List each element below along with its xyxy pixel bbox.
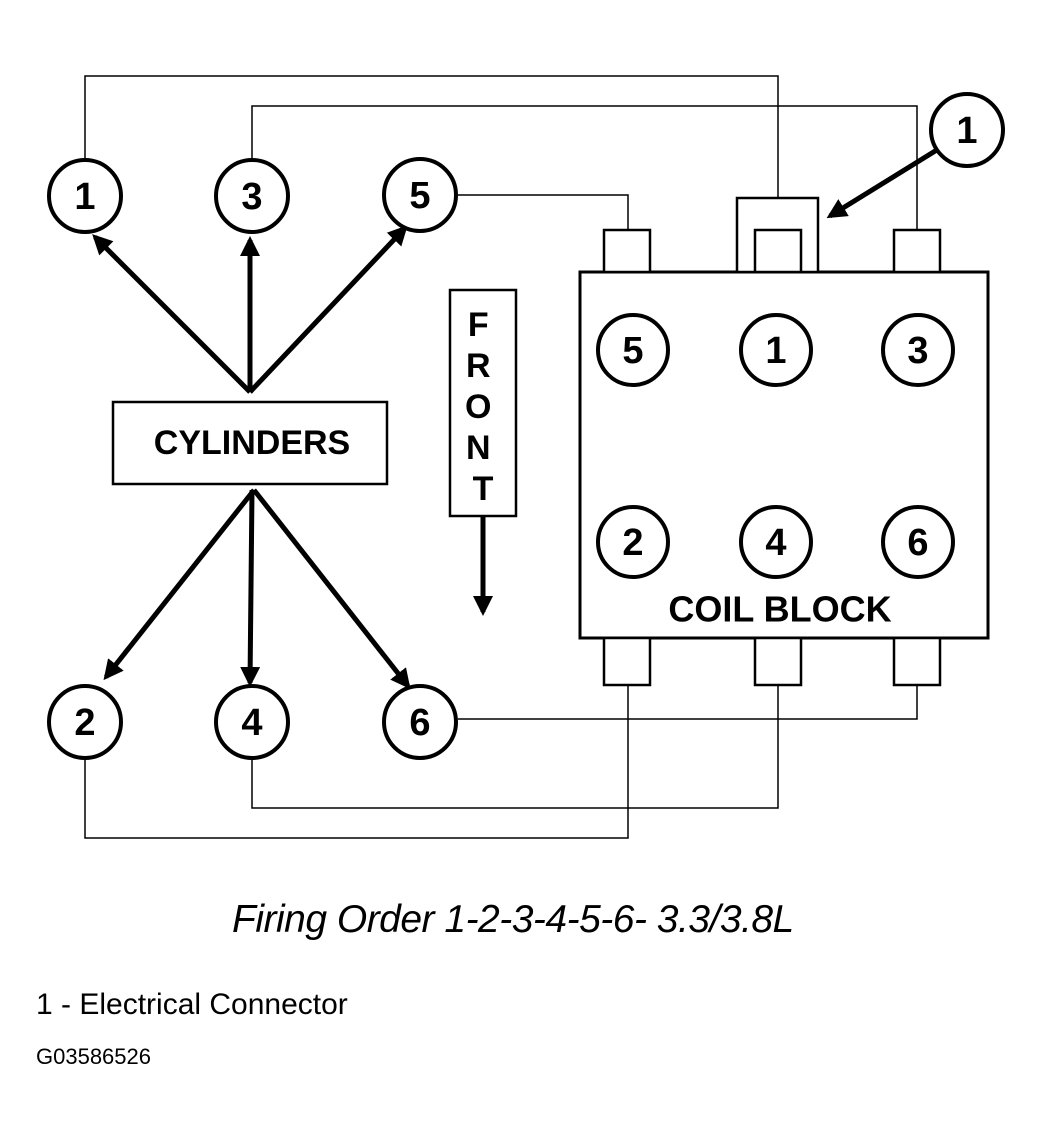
coil-3: 3 [881,313,955,387]
coil-4-number: 4 [765,522,786,564]
coil-block-label: COIL BLOCK [668,589,891,630]
coil-6: 6 [881,505,955,579]
callout-1: 1 [826,92,1005,219]
arrow-to-cyl-2 [103,488,256,681]
cylinder-arrows [92,225,411,690]
front-letter-t: T [473,470,494,508]
arrow-to-cyl-5 [248,225,408,394]
cylinders-label: CYLINDERS [154,424,350,462]
figure-id: G03586526 [36,1044,151,1069]
coil-block: 5 1 3 2 4 6 COIL BLOCK [578,196,990,687]
cylinder-6: 6 [382,684,458,760]
wire-2 [84,685,629,839]
wire-6 [458,685,918,720]
cylinder-2: 2 [47,684,123,760]
coil-terminal-bottom-4 [753,636,803,687]
coil-6-number: 6 [907,522,928,564]
coil-4: 4 [739,505,813,579]
coil-terminal-top-1 [753,228,803,274]
arrow-to-cyl-1 [92,234,252,394]
coil-terminal-bottom-6 [892,636,942,687]
coil-terminal-top-5 [602,228,652,274]
wire-4 [251,685,779,809]
front-box [448,288,518,518]
figure-caption: Firing Order 1-2-3-4-5-6- 3.3/3.8L [232,898,794,941]
arrow-to-cyl-4 [240,489,261,687]
callout-number: 1 [956,110,977,152]
front-letter-r: R [466,347,491,385]
cylinder-2-number: 2 [74,702,95,744]
callout-arrow [826,145,942,219]
front-letter-f: F [468,306,489,344]
wire-1 [84,75,779,230]
front-letter-n: N [466,429,491,467]
front-label: F R O N T [465,306,501,508]
coil-1-number: 1 [765,330,786,372]
cylinders-box [111,400,389,486]
cylinder-5-number: 5 [409,175,430,217]
cylinder-1: 1 [47,158,123,234]
cylinder-3-number: 3 [241,176,262,218]
coil-1: 1 [739,313,813,387]
coil-terminal-top-3 [892,228,942,274]
front-indicator: F R O N T [448,288,518,616]
legend-item: 1 - Electrical Connector [36,988,348,1021]
cylinder-4: 4 [214,684,290,760]
wiring [84,75,918,839]
cylinder-1-number: 1 [74,176,95,218]
wire-5 [458,194,629,230]
wire-3 [251,105,918,230]
coil-2: 2 [596,505,670,579]
coil-5: 5 [596,313,670,387]
coil-5-number: 5 [622,330,643,372]
front-letter-o: O [465,388,491,426]
cylinder-3: 3 [214,158,290,234]
coil-terminal-bottom-2 [602,636,652,687]
cylinder-4-number: 4 [241,702,262,744]
coil-2-number: 2 [622,522,643,564]
cylinder-6-number: 6 [409,702,430,744]
cylinder-5: 5 [382,157,458,233]
arrow-to-cyl-6 [252,488,411,690]
coil-3-number: 3 [907,330,928,372]
